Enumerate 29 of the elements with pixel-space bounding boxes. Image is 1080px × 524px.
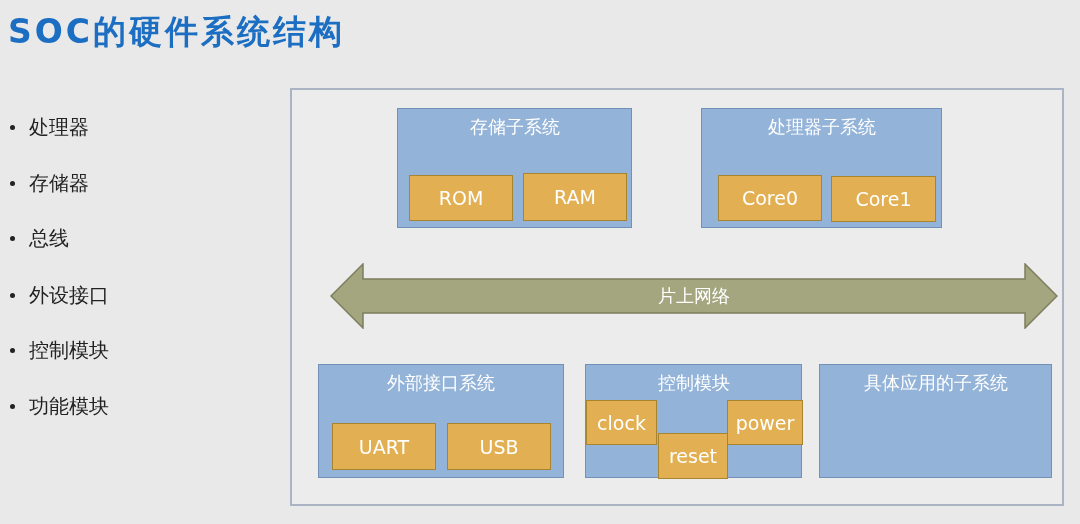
module-box: UART: [332, 423, 436, 470]
module-box: Core1: [831, 176, 936, 222]
module-box: RAM: [523, 173, 627, 221]
module-box: ROM: [409, 175, 513, 221]
list-item-text: 处理器: [29, 114, 89, 140]
subsystem-panel: [819, 364, 1052, 478]
group-title: 控制模块: [656, 371, 731, 395]
double-arrow: [330, 263, 1058, 329]
group-title: 存储子系统: [468, 115, 561, 139]
module-box: Core0: [718, 175, 822, 221]
module-box: clock: [586, 400, 657, 445]
subsystem-panel: [318, 364, 564, 478]
group-title: 处理器子系统: [766, 115, 877, 139]
list-item-text: 存储器: [29, 170, 89, 196]
subsystem-panel: [585, 364, 802, 478]
list-item-text: 外设接口: [29, 282, 109, 308]
list-item-text: 功能模块: [29, 393, 109, 419]
module-box: reset: [658, 433, 728, 479]
module-box: USB: [447, 423, 551, 470]
list-item-text: 控制模块: [29, 337, 109, 363]
arrow-label: 片上网络: [658, 284, 730, 308]
subsystem-panel: [701, 108, 942, 228]
group-title: 具体应用的子系统: [862, 371, 1009, 395]
group-title: 外部接口系统: [386, 371, 496, 395]
module-box: power: [727, 400, 803, 445]
subsystem-panel: [397, 108, 632, 228]
frame-panel: [290, 88, 1064, 506]
page-title: SOC的硬件系统结构: [8, 12, 346, 52]
list-item-text: 总线: [29, 225, 69, 251]
